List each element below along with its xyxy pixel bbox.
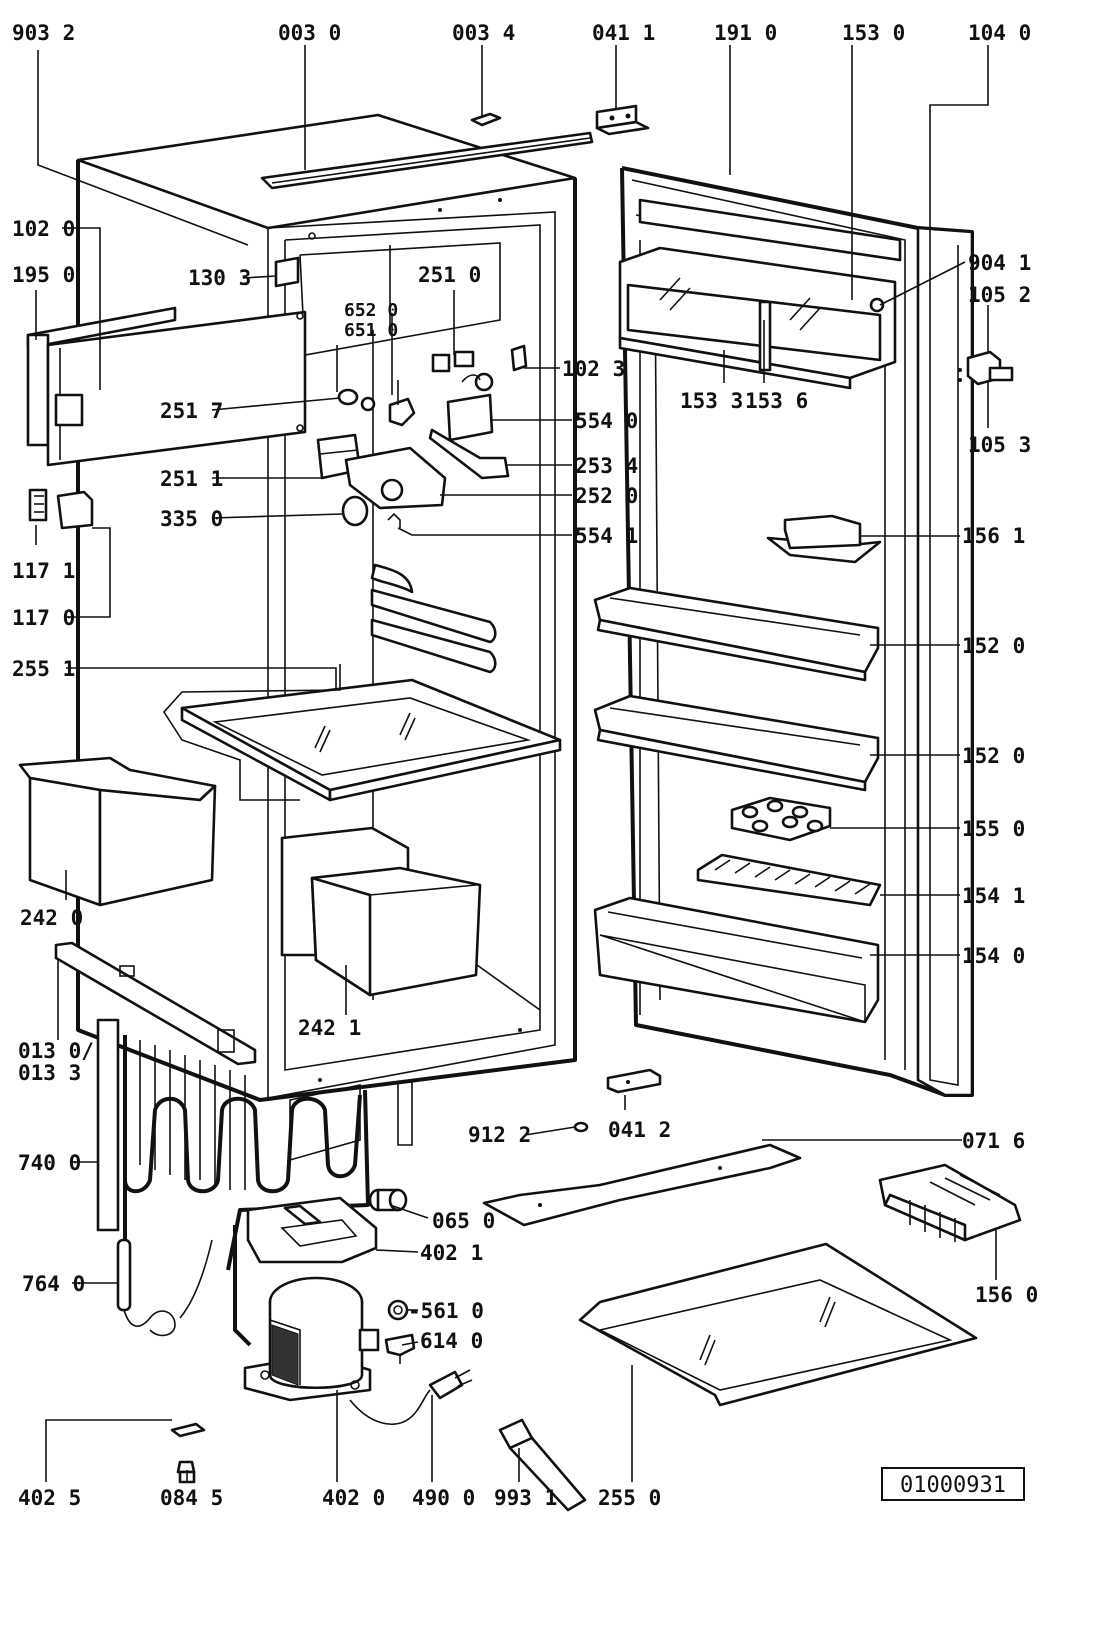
scraper-tool [498, 1418, 587, 1512]
document-number-box: 01000931 [881, 1467, 1025, 1501]
label-153-6: 153 6 [745, 389, 808, 413]
label-903-2: 903 2 [12, 21, 75, 45]
label-242-0: 242 0 [20, 906, 83, 930]
label-253-4: 253 4 [575, 454, 638, 478]
label-242-1: 242 1 [298, 1016, 361, 1040]
label-993-1: 993 1 [494, 1486, 557, 1510]
label-195-0: 195 0 [12, 263, 75, 287]
door-shelf-upper [593, 586, 880, 682]
label-402-0: 402 0 [322, 1486, 385, 1510]
freezer-label-plate [274, 256, 300, 288]
label-130-3: 130 3 [188, 266, 251, 290]
label-105-2: 105 2 [968, 283, 1031, 307]
bottom-trim-bar [54, 941, 257, 1066]
bottle-retainer [696, 853, 882, 907]
bottom-hinge [606, 1068, 662, 1094]
label-251-0: 251 0 [418, 263, 481, 287]
label-652-0: 652 0 [344, 300, 398, 321]
ice-tray [878, 1163, 1022, 1242]
thermostat-bulb [116, 1180, 213, 1337]
relay-parts [384, 1299, 416, 1364]
label-156-0: 156 0 [975, 1283, 1038, 1307]
label-117-1: 117 1 [12, 559, 75, 583]
crisper-drawer-left [18, 756, 217, 907]
label-102-0: 102 0 [12, 217, 75, 241]
filter-drier [368, 1188, 408, 1212]
screw [573, 1121, 589, 1133]
shelf-rail [370, 618, 497, 674]
label-651-0: 651 0 [344, 320, 398, 341]
label-105-3: 105 3 [968, 433, 1031, 457]
label-614-0: 614 0 [420, 1329, 483, 1353]
label-041-1: 041 1 [592, 21, 655, 45]
egg-tray [730, 796, 832, 842]
label-102-3: 102 3 [562, 357, 625, 381]
label-065-0: 065 0 [432, 1209, 495, 1233]
butter-dish [766, 514, 882, 564]
dairy-compartment [618, 198, 902, 390]
bottle-shelf [593, 896, 880, 1024]
label-153-0: 153 0 [842, 21, 905, 45]
label-335-0: 335 0 [160, 507, 223, 531]
shelf-rail [370, 588, 497, 644]
thermostat-assembly [316, 344, 528, 528]
leader-lines [35, 45, 997, 1482]
label-013-0: 013 0/ [18, 1039, 94, 1063]
label-904-1: 904 1 [968, 251, 1031, 275]
crisper-drawer-inner [280, 826, 482, 997]
label-402-5: 402 5 [18, 1486, 81, 1510]
label-561-0: -561 0 [408, 1299, 484, 1323]
label-154-1: 154 1 [962, 884, 1025, 908]
label-191-0: 191 0 [714, 21, 777, 45]
glass-shelf-lower [578, 1242, 978, 1407]
label-912-2: 912 2 [468, 1123, 531, 1147]
label-152-0-upper: 152 0 [962, 634, 1025, 658]
drip-tray [246, 1196, 378, 1264]
hinge-parts-117 [28, 488, 94, 530]
document-number: 01000931 [900, 1473, 1006, 1498]
label-251-1: 251 1 [160, 467, 223, 491]
label-156-1: 156 1 [962, 524, 1025, 548]
label-490-0: 490 0 [412, 1486, 475, 1510]
label-554-0: 554 0 [575, 409, 638, 433]
trim-clip [470, 112, 502, 127]
label-252-0: 252 0 [575, 484, 638, 508]
label-071-6: 071 6 [962, 1129, 1025, 1153]
label-402-1: 402 1 [420, 1241, 483, 1265]
label-117-0: 117 0 [12, 606, 75, 630]
label-104-0: 104 0 [968, 21, 1031, 45]
toe-kick-bracket [482, 1143, 802, 1227]
door-shelf-middle [593, 694, 880, 792]
label-013-3: 013 3 [18, 1061, 81, 1085]
shelf-rail [370, 563, 414, 594]
door-hinge-lower [958, 350, 1014, 386]
label-153-3: 153 3 [680, 389, 743, 413]
label-251-7: 251 7 [160, 399, 223, 423]
label-554-1: 554 1 [575, 524, 638, 548]
label-084-5: 084 5 [160, 1486, 223, 1510]
label-764-0: 764 0 [22, 1272, 85, 1296]
freezer-door [26, 306, 307, 467]
glass-shelf-upper [180, 678, 562, 802]
label-255-1: 255 1 [12, 657, 75, 681]
label-041-2: 041 2 [608, 1118, 671, 1142]
label-152-0-middle: 152 0 [962, 744, 1025, 768]
power-cord [349, 1369, 473, 1426]
condenser-coil [96, 1018, 413, 1347]
label-003-4: 003 4 [452, 21, 515, 45]
small-clip-and-foot [170, 1422, 206, 1484]
label-255-0: 255 0 [598, 1486, 661, 1510]
part-labels: 903 2 003 0 003 4 041 1 191 0 153 0 104 … [12, 21, 1038, 1510]
label-154-0: 154 0 [962, 944, 1025, 968]
compressor [243, 1276, 380, 1402]
top-hinge [595, 104, 650, 136]
label-003-0: 003 0 [278, 21, 341, 45]
label-740-0: 740 0 [18, 1151, 81, 1175]
label-155-0: 155 0 [962, 817, 1025, 841]
